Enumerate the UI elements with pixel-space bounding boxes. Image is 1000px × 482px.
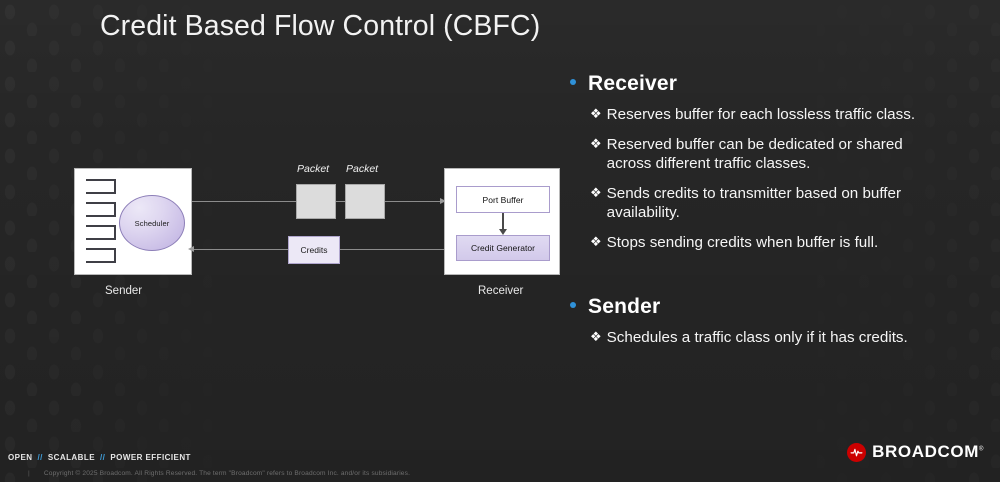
flow-line-forward-segment-3 <box>385 201 445 202</box>
section-sender: Sender ❖ Schedules a traffic class only … <box>570 295 990 347</box>
queue-symbol <box>86 225 116 240</box>
queue-symbol <box>86 248 116 263</box>
list-item-text: Stops sending credits when buffer is ful… <box>606 234 879 251</box>
queue-symbol <box>86 202 116 217</box>
list-item: ❖ Reserved buffer can be dedicated or sh… <box>590 135 990 173</box>
section-heading-text: Sender <box>588 295 661 318</box>
broadcom-pulse-icon <box>847 442 867 462</box>
queue-symbol <box>86 179 116 194</box>
diamond-bullet-icon: ❖ <box>590 234 602 249</box>
sender-caption: Sender <box>105 285 143 297</box>
credit-generator-box: Credit Generator <box>456 235 550 261</box>
scheduler-ellipse: Scheduler <box>119 195 185 251</box>
list-item: ❖ Reserves buffer for each lossless traf… <box>590 105 990 124</box>
credits-box: Credits <box>288 236 340 264</box>
flow-line-forward-segment-2 <box>336 201 347 202</box>
list-item: ❖ Stops sending credits when buffer is f… <box>590 233 990 252</box>
copyright-divider: | <box>28 470 30 477</box>
packet-box <box>296 184 336 219</box>
section-heading-text: Receiver <box>588 72 678 95</box>
flow-line-forward-segment-1 <box>192 201 298 202</box>
diamond-bullet-icon: ❖ <box>590 329 602 344</box>
credits-label: Credits <box>300 245 328 255</box>
tagline-part-power-efficient: POWER EFFICIENT <box>110 453 191 462</box>
tagline-part-scalable: SCALABLE <box>47 453 95 462</box>
broadcom-wordmark: BROADCOM® <box>872 442 984 462</box>
list-item: ❖ Sends credits to transmitter based on … <box>590 184 990 222</box>
section-heading-receiver: Receiver <box>570 72 990 96</box>
diamond-bullet-icon: ❖ <box>590 106 602 121</box>
footer-tagline: OPEN // SCALABLE // POWER EFFICIENT <box>8 453 191 462</box>
tagline-part-open: OPEN <box>8 453 33 462</box>
content-column: Receiver ❖ Reserves buffer for each loss… <box>570 72 990 358</box>
bullet-dot-icon <box>570 302 576 308</box>
copyright-text: Copyright © 2025 Broadcom. All Rights Re… <box>43 470 411 477</box>
receiver-internal-arrow-line <box>502 213 504 230</box>
receiver-internal-arrow-down-icon <box>498 229 507 235</box>
logo-text-label: BROADCOM <box>872 442 979 461</box>
packet-box <box>345 184 385 219</box>
queue-group <box>86 179 120 267</box>
flow-arrow-right-icon <box>440 197 446 204</box>
section-receiver: Receiver ❖ Reserves buffer for each loss… <box>570 72 990 252</box>
port-buffer-box: Port Buffer <box>456 186 550 213</box>
tagline-separator: // <box>100 453 106 462</box>
section-heading-sender: Sender <box>570 295 990 319</box>
diamond-bullet-icon: ❖ <box>590 136 602 151</box>
sender-box: Scheduler <box>74 168 192 275</box>
flow-line-return-segment-2 <box>339 249 444 250</box>
list-item-text: Reserved buffer can be dedicated or shar… <box>606 136 903 172</box>
credit-generator-label: Credit Generator <box>470 243 536 253</box>
tagline-separator: // <box>37 453 43 462</box>
list-item-text: Schedules a traffic class only if it has… <box>606 329 908 346</box>
port-buffer-label: Port Buffer <box>482 194 524 205</box>
list-item: ❖ Schedules a traffic class only if it h… <box>590 328 990 347</box>
receiver-caption: Receiver <box>478 285 524 297</box>
page-title: Credit Based Flow Control (CBFC) <box>100 10 541 42</box>
flow-arrow-left-icon <box>188 245 194 252</box>
bullet-list-receiver: ❖ Reserves buffer for each lossless traf… <box>570 105 990 252</box>
bullet-list-sender: ❖ Schedules a traffic class only if it h… <box>570 328 990 347</box>
receiver-box: Port Buffer Credit Generator <box>444 168 560 275</box>
scheduler-label: Scheduler <box>134 218 170 228</box>
list-item-text: Reserves buffer for each lossless traffi… <box>606 106 916 123</box>
diamond-bullet-icon: ❖ <box>590 185 602 200</box>
broadcom-logo: BROADCOM® <box>847 442 984 462</box>
packet-label: Packet <box>346 163 379 175</box>
cbfc-diagram: Scheduler Sender Packet Packet Credits P… <box>0 0 620 330</box>
packet-label: Packet <box>297 163 330 175</box>
flow-line-return-segment-1 <box>192 249 289 250</box>
list-item-text: Sends credits to transmitter based on bu… <box>606 185 902 221</box>
bullet-dot-icon <box>570 79 576 85</box>
registered-mark: ® <box>978 446 984 453</box>
copyright-notice: | Copyright © 2025 Broadcom. All Rights R… <box>28 470 410 477</box>
